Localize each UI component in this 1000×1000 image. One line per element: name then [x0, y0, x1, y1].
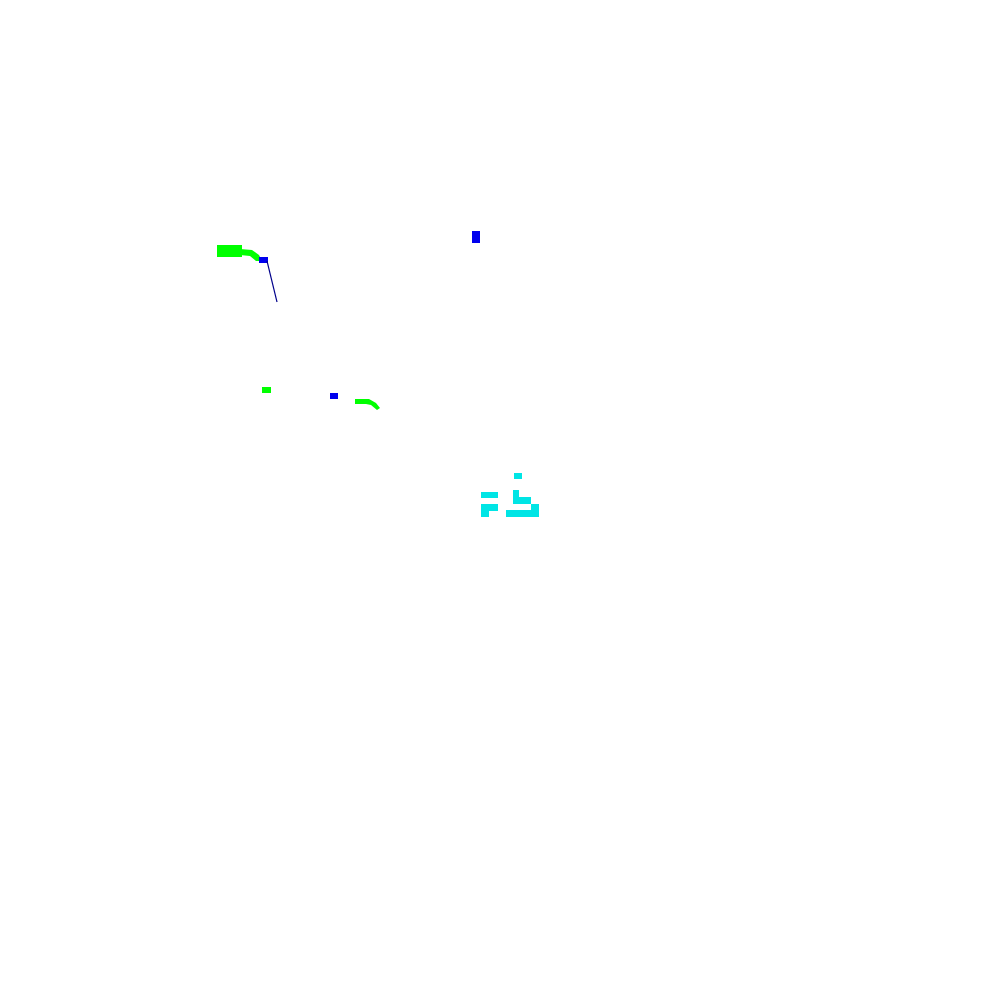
cyan-fragments-center	[481, 473, 539, 517]
green-curve-middle	[355, 399, 380, 410]
blue-dot-middle-left	[330, 393, 338, 399]
green-stroke-upper-left	[217, 245, 262, 261]
blue-block-upper-left	[259, 257, 268, 263]
navy-line-upper-left	[266, 260, 278, 303]
green-dot-middle-left	[262, 387, 271, 393]
blue-block-top-center	[472, 231, 480, 243]
